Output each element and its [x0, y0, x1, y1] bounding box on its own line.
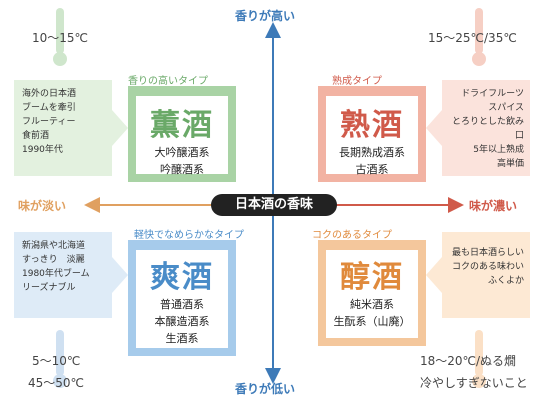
jukushu-temperature: 15～25℃/35℃	[428, 31, 517, 45]
junshu-kind: 純米酒系	[350, 298, 394, 311]
note-line: 海外の日本酒	[22, 89, 77, 99]
soushu-card: 爽酒 普通酒系 本醸造酒系 生酒系	[128, 240, 236, 356]
kunshu-type-label: 香りの高いタイプ	[128, 76, 208, 87]
kunshu-temperature: 10～15℃	[32, 31, 89, 45]
thermometer-icon	[53, 8, 67, 66]
note-line: 新潟県や北海道	[22, 241, 86, 251]
chevron-left-icon	[426, 110, 442, 146]
note-line: 最も日本酒らしい	[451, 248, 524, 258]
thermometer-icon	[472, 330, 486, 388]
junshu-notes: 最も日本酒らしい コクのある味わい ふくよか	[442, 232, 530, 318]
note-line: スパイス	[488, 103, 524, 113]
soushu-kind: 普通酒系	[160, 298, 204, 311]
junshu-type-label: コクのあるタイプ	[312, 230, 392, 241]
note-line: リーズナブル	[22, 283, 76, 293]
soushu-notes: 新潟県や北海道 すっきり 淡麗 1980年代ブーム リーズナブル	[14, 232, 112, 318]
axis-right-label: 味が濃い	[469, 199, 518, 213]
axis-top-label: 香りが高い	[235, 9, 296, 23]
junshu-name: 醇酒	[340, 260, 404, 295]
thermometer-icon	[472, 8, 486, 66]
kunshu-card: 薫酒 大吟醸酒系 吟醸酒系	[128, 86, 236, 182]
soushu-temperature-1: 5～10℃	[32, 354, 81, 368]
kunshu-notes: 海外の日本酒 ブームを牽引 フルーティー 食前酒 1990年代	[14, 80, 112, 176]
axis-bottom-label: 香りが低い	[235, 382, 296, 396]
soushu-temperature-2: 45～50℃	[28, 376, 85, 390]
kunshu-kind: 吟醸酒系	[160, 163, 204, 176]
jukushu-notes: ドライフルーツ スパイス とろりとした飲み口 5年以上熟成 高単価	[442, 80, 530, 176]
note-line: 1980年代ブーム	[22, 269, 90, 279]
note-line: 1990年代	[22, 145, 63, 155]
note-line: ふくよか	[487, 276, 524, 286]
jukushu-kind: 長期熟成酒系	[339, 146, 405, 159]
soushu-name: 爽酒	[150, 260, 214, 295]
soushu-kind: 生酒系	[165, 332, 199, 345]
axis-left-label: 味が淡い	[18, 199, 67, 213]
note-line: ドライフルーツ	[461, 89, 524, 99]
junshu-temperature-2: 冷やしすぎないこと	[420, 376, 528, 390]
note-line: すっきり 淡麗	[22, 255, 85, 265]
soushu-kind: 本醸造酒系	[154, 315, 210, 328]
junshu-card: 醇酒 純米酒系 生酛系（山廃）	[318, 240, 426, 346]
note-line: とろりとした飲み口	[451, 117, 524, 141]
soushu-type-label: 軽快でなめらかなタイプ	[134, 230, 244, 241]
chevron-right-icon	[112, 110, 128, 146]
chevron-right-icon	[112, 257, 128, 293]
note-line: ブームを牽引	[22, 103, 76, 113]
junshu-temperature-1: 18～20℃/ぬる燗	[420, 354, 517, 368]
center-title: 日本酒の香味	[211, 194, 337, 216]
thermometer-icon	[53, 330, 67, 388]
chevron-left-icon	[426, 257, 442, 293]
note-line: 高単価	[496, 159, 524, 169]
note-line: コクのある味わい	[451, 262, 524, 272]
note-line: 5年以上熟成	[473, 145, 524, 155]
jukushu-type-label: 熟成タイプ	[332, 76, 382, 87]
kunshu-kind: 大吟醸酒系	[154, 146, 210, 159]
note-line: 食前酒	[22, 131, 50, 141]
kunshu-name: 薫酒	[150, 108, 214, 143]
jukushu-card: 熟酒 長期熟成酒系 古酒系	[318, 86, 426, 182]
jukushu-name: 熟酒	[340, 108, 404, 143]
junshu-kind: 生酛系（山廃）	[333, 315, 411, 328]
note-line: フルーティー	[22, 117, 76, 127]
jukushu-kind: 古酒系	[355, 163, 389, 176]
